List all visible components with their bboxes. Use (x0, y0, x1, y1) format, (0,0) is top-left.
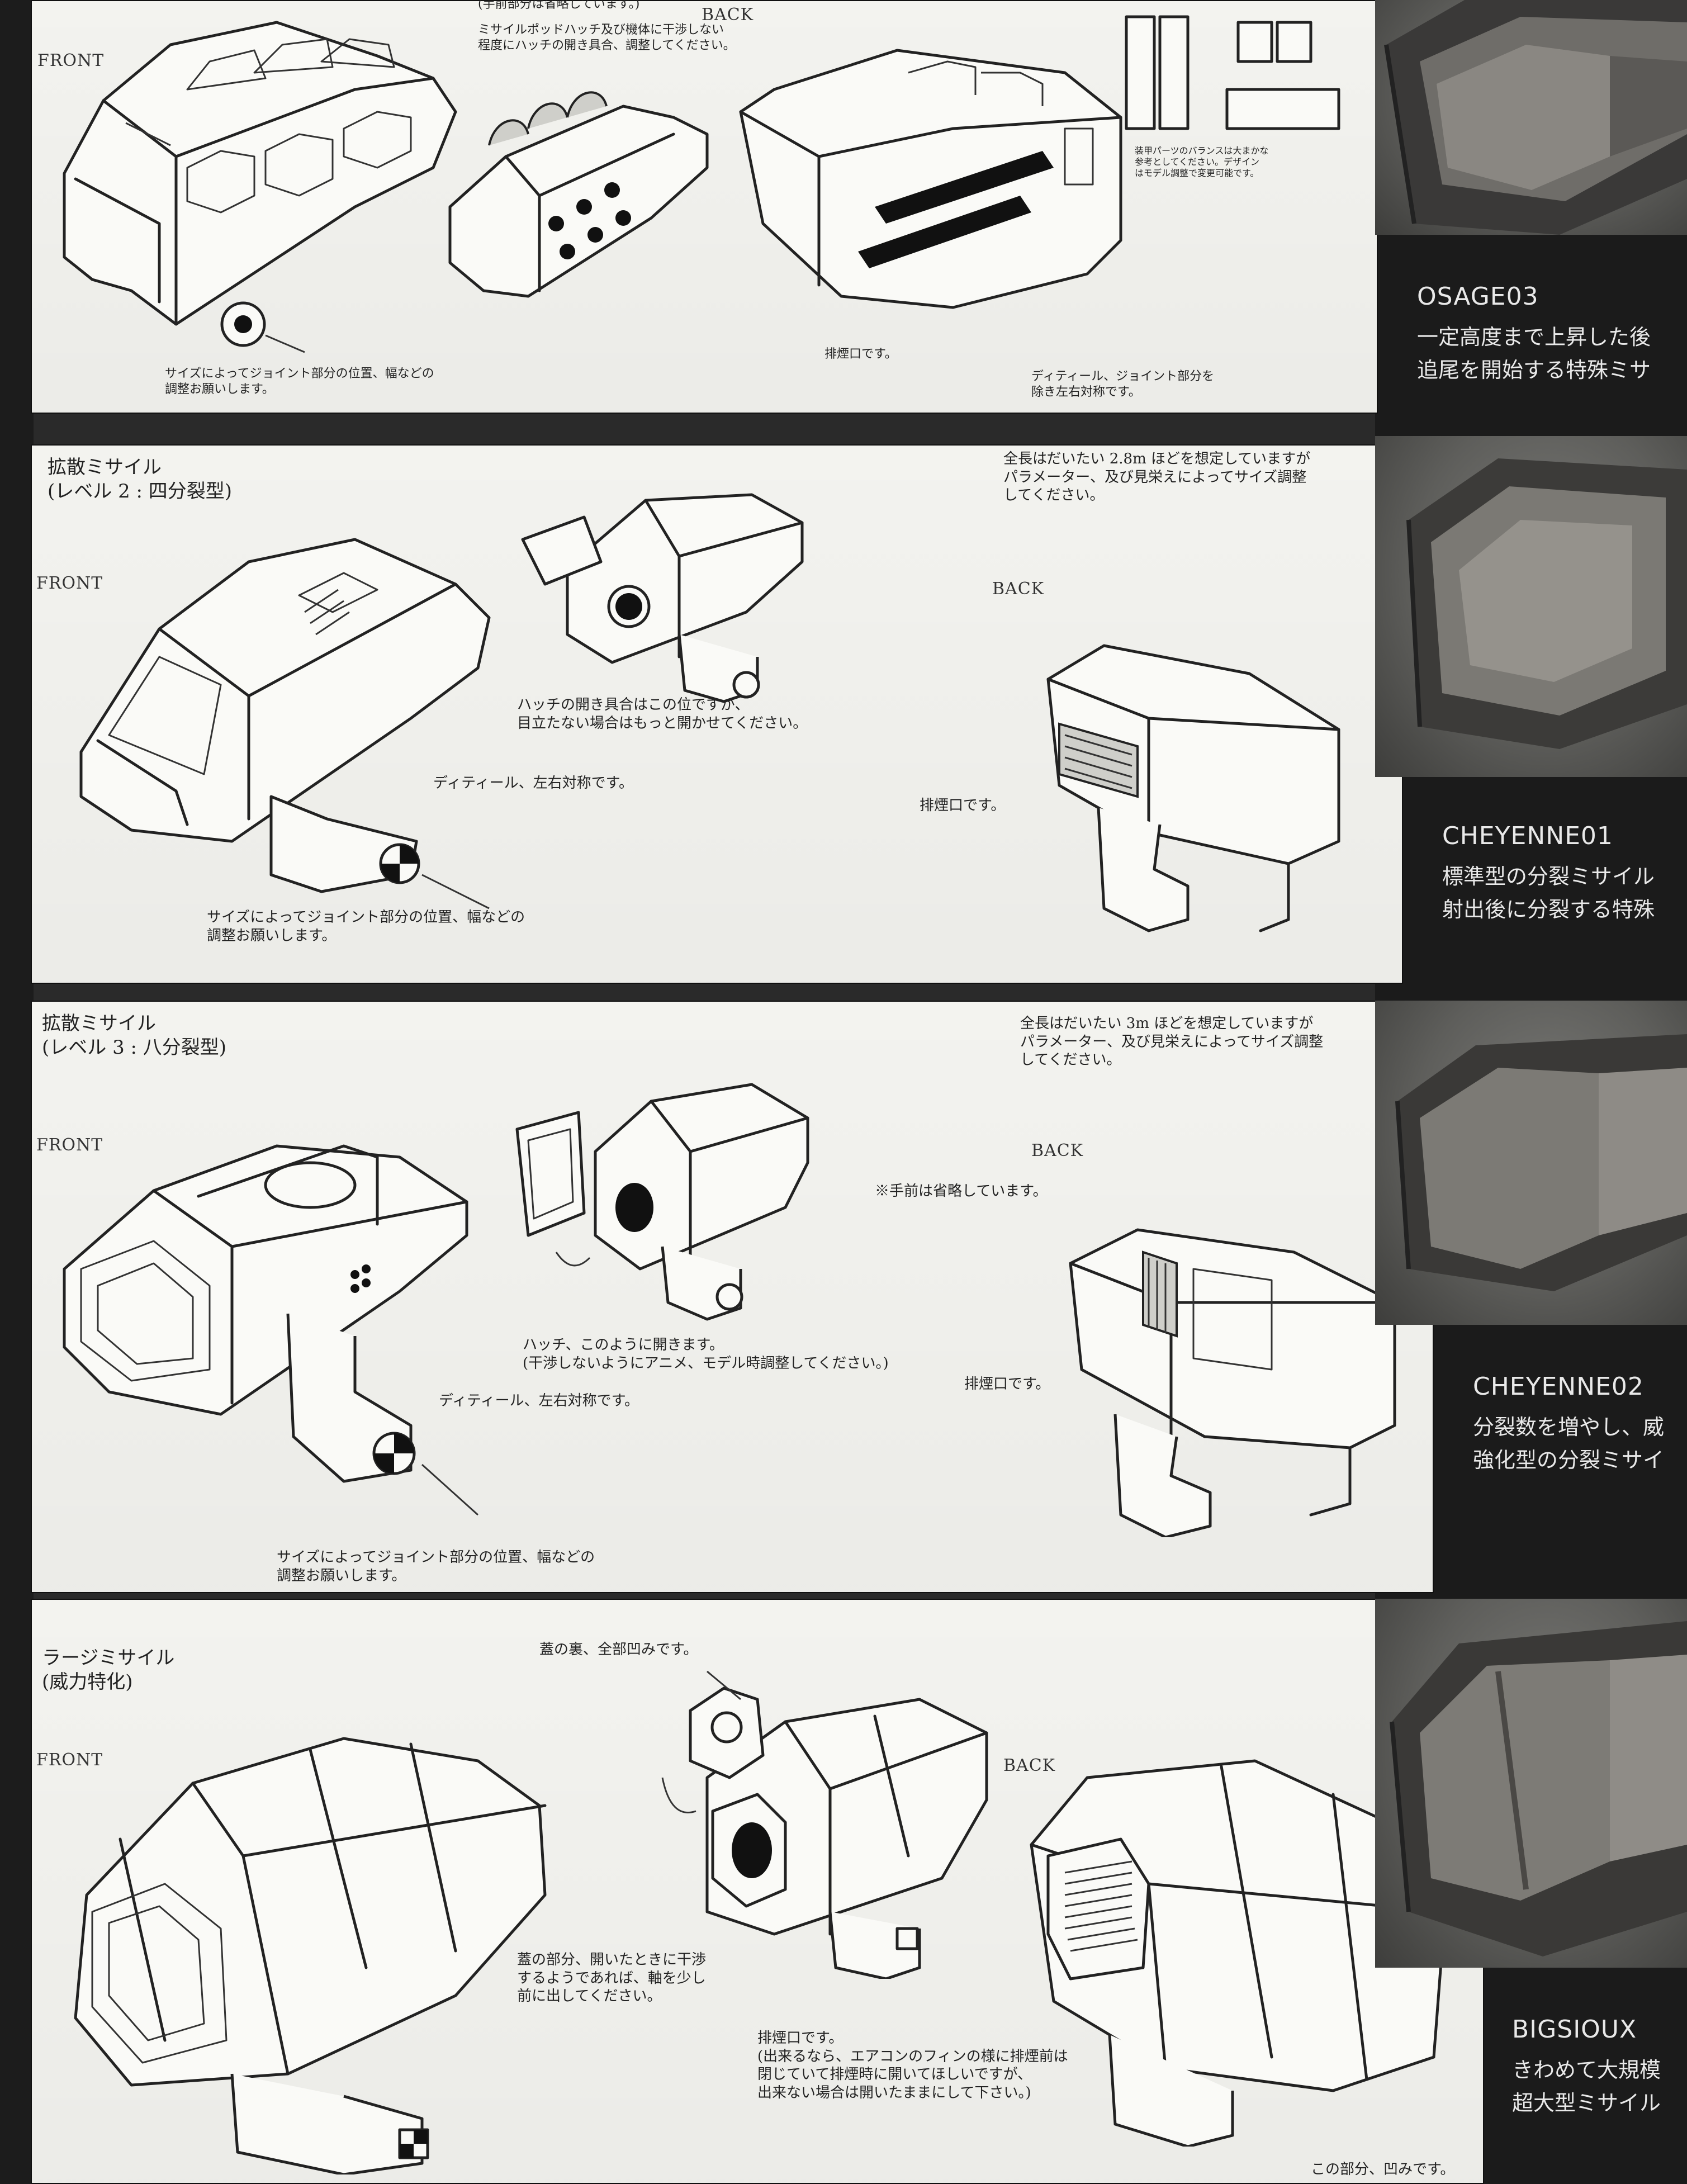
sheet2-length-note: 全長はだいたい 2.8m ほどを想定していますが パラメーター、及び見栄えによっ… (1003, 451, 1311, 504)
render-cheyenne02 (1375, 1001, 1687, 1325)
sheet1-back-label: BACK (702, 5, 754, 25)
panel-osage03-name: OSAGE03 (1417, 282, 1539, 311)
panel-bigsioux: BIGSIOUX きわめて大規模 超大型ミサイル (1512, 2015, 1661, 2120)
sheet1-exhaust-note: 排煙口です。 (824, 347, 897, 361)
sheet1-front-drawing (63, 21, 457, 353)
sheet2-back-label: BACK (992, 579, 1045, 599)
render-osage03 (1375, 0, 1687, 235)
sheet3-exhaust-note: 排煙口です。 (964, 1376, 1050, 1392)
sheet3-hatch-note: ハッチ、このように開きます。 (干渉しないようにアニメ、モデル時調整してください… (523, 1337, 889, 1372)
sheet1-hatch-note: ミサイルポッドハッチ及び機体に干渉しない 程度にハッチの開き具合、調整してくださ… (478, 23, 736, 53)
sheet1-ref-note: 装甲パーツのバランスは大まかな 参考としてください。デザイン はモデル調整で変更… (1135, 145, 1269, 178)
page-gutter (0, 0, 34, 2184)
sheet2-hatch-drawing (521, 493, 804, 703)
sheet2-title: 拡散ミサイル (レベル 2 : 四分裂型) (48, 456, 233, 503)
sheet3-title: 拡散ミサイル (レベル 3 : 八分裂型) (42, 1012, 227, 1059)
sheet2-symmetry-note: ディティール、左右対称です。 (433, 775, 634, 792)
sheet2-front-drawing (79, 538, 491, 909)
sheet2-back-drawing (1046, 644, 1340, 932)
panel-cheyenne02-desc: 分裂数を増やし、威 強化型の分裂ミサイ (1473, 1415, 1665, 1472)
sketch-sheet-2: 拡散ミサイル (レベル 2 : 四分裂型) FRONT BACK 全長はだいたい… (31, 444, 1403, 984)
sheet3-omit-note: ※手前は省略しています。 (875, 1183, 1048, 1200)
sheet1-hatch-drawing (448, 91, 709, 298)
panel-bigsioux-name: BIGSIOUX (1512, 2015, 1637, 2044)
panel-cheyenne01-desc: 標準型の分裂ミサイル 射出後に分裂する特殊 (1442, 864, 1655, 922)
sheet3-front-drawing (63, 1144, 479, 1516)
sheet4-back-drawing (1030, 1759, 1447, 2147)
sheet1-front-label: FRONT (37, 51, 105, 70)
render-bigsioux (1375, 1599, 1687, 1968)
panel-cheyenne02: CHEYENNE02 分裂数を増やし、威 強化型の分裂ミサイ (1473, 1372, 1664, 1477)
sheet4-recess-note: この部分、凹みです。 (1311, 2161, 1455, 2178)
sheet3-length-note: 全長はだいたい 3m ほどを想定していますが パラメーター、及び見栄えによってサ… (1020, 1015, 1324, 1068)
sheet4-lid-note: 蓋の裏、全部凹みです。 (539, 1641, 698, 1658)
panel-cheyenne02-name: CHEYENNE02 (1473, 1372, 1644, 1401)
sheet3-symmetry-note: ディティール、左右対称です。 (439, 1392, 639, 1409)
sheet4-front-label: FRONT (36, 1750, 103, 1770)
sheet1-symmetry-note: ディティール、ジョイント部分を 除き左右対称です。 (1031, 369, 1215, 399)
sheet1-back-drawing (739, 49, 1122, 309)
panel-cheyenne01: CHEYENNE01 標準型の分裂ミサイル 射出後に分裂する特殊 (1442, 822, 1655, 926)
panel-cheyenne01-name: CHEYENNE01 (1442, 822, 1613, 850)
sheet3-back-label: BACK (1031, 1141, 1084, 1160)
sheet3-joint-note: サイズによってジョイント部分の位置、幅などの 調整お願いします。 (277, 1549, 595, 1584)
sketch-sheet-3: 拡散ミサイル (レベル 3 : 八分裂型) FRONT BACK 全長はだいたい… (31, 1001, 1434, 1593)
sheet4-back-label: BACK (1003, 1756, 1056, 1775)
sketch-sheet-1: (手前部分は省略しています。) FRONT BACK ミサイルポッドハッチ及び機… (31, 0, 1378, 414)
sheet2-exhaust-note: 排煙口です。 (920, 797, 1006, 814)
sheet1-reference-views (1125, 15, 1340, 130)
render-cheyenne01 (1375, 436, 1687, 777)
panel-osage03: OSAGE03 一定高度まで上昇した後 追尾を開始する特殊ミサ (1417, 282, 1651, 387)
sheet1-joint-note: サイズによってジョイント部分の位置、幅などの 調整お願いします。 (165, 367, 434, 396)
sheet4-exhaust-note: 排煙口です。 (出来るなら、エアコンのフィンの様に排煙前は 閉じていて排煙時に開… (757, 2030, 1068, 2101)
panel-bigsioux-desc: きわめて大規模 超大型ミサイル (1512, 2058, 1661, 2115)
sheet2-front-label: FRONT (36, 574, 103, 593)
sheet3-back-drawing (1069, 1228, 1396, 1537)
sketch-sheet-4: ラージミサイル (威力特化) FRONT BACK 蓋の裏、全部凹みです。 蓋の… (31, 1599, 1484, 2184)
sheet4-lid-drawing (661, 1670, 988, 1979)
sheet4-front-drawing (74, 1737, 547, 2174)
sheet3-hatch-drawing (515, 1083, 809, 1321)
sheet4-interfere-note: 蓋の部分、開いたときに干渉 するようであれば、軸を少し 前に出してください。 (517, 1951, 707, 2005)
panel-osage03-desc: 一定高度まで上昇した後 追尾を開始する特殊ミサ (1417, 325, 1651, 382)
sheet2-hatch-note: ハッチの開き具合はこの位ですが、 目立たない場合はもっと開かせてください。 (517, 697, 808, 732)
sheet1-heading: (手前部分は省略しています。) (478, 0, 640, 11)
sheet2-joint-note: サイズによってジョイント部分の位置、幅などの 調整お願いします。 (207, 909, 525, 944)
sheet3-front-label: FRONT (36, 1135, 103, 1155)
sheet4-title: ラージミサイル (威力特化) (42, 1647, 175, 1693)
